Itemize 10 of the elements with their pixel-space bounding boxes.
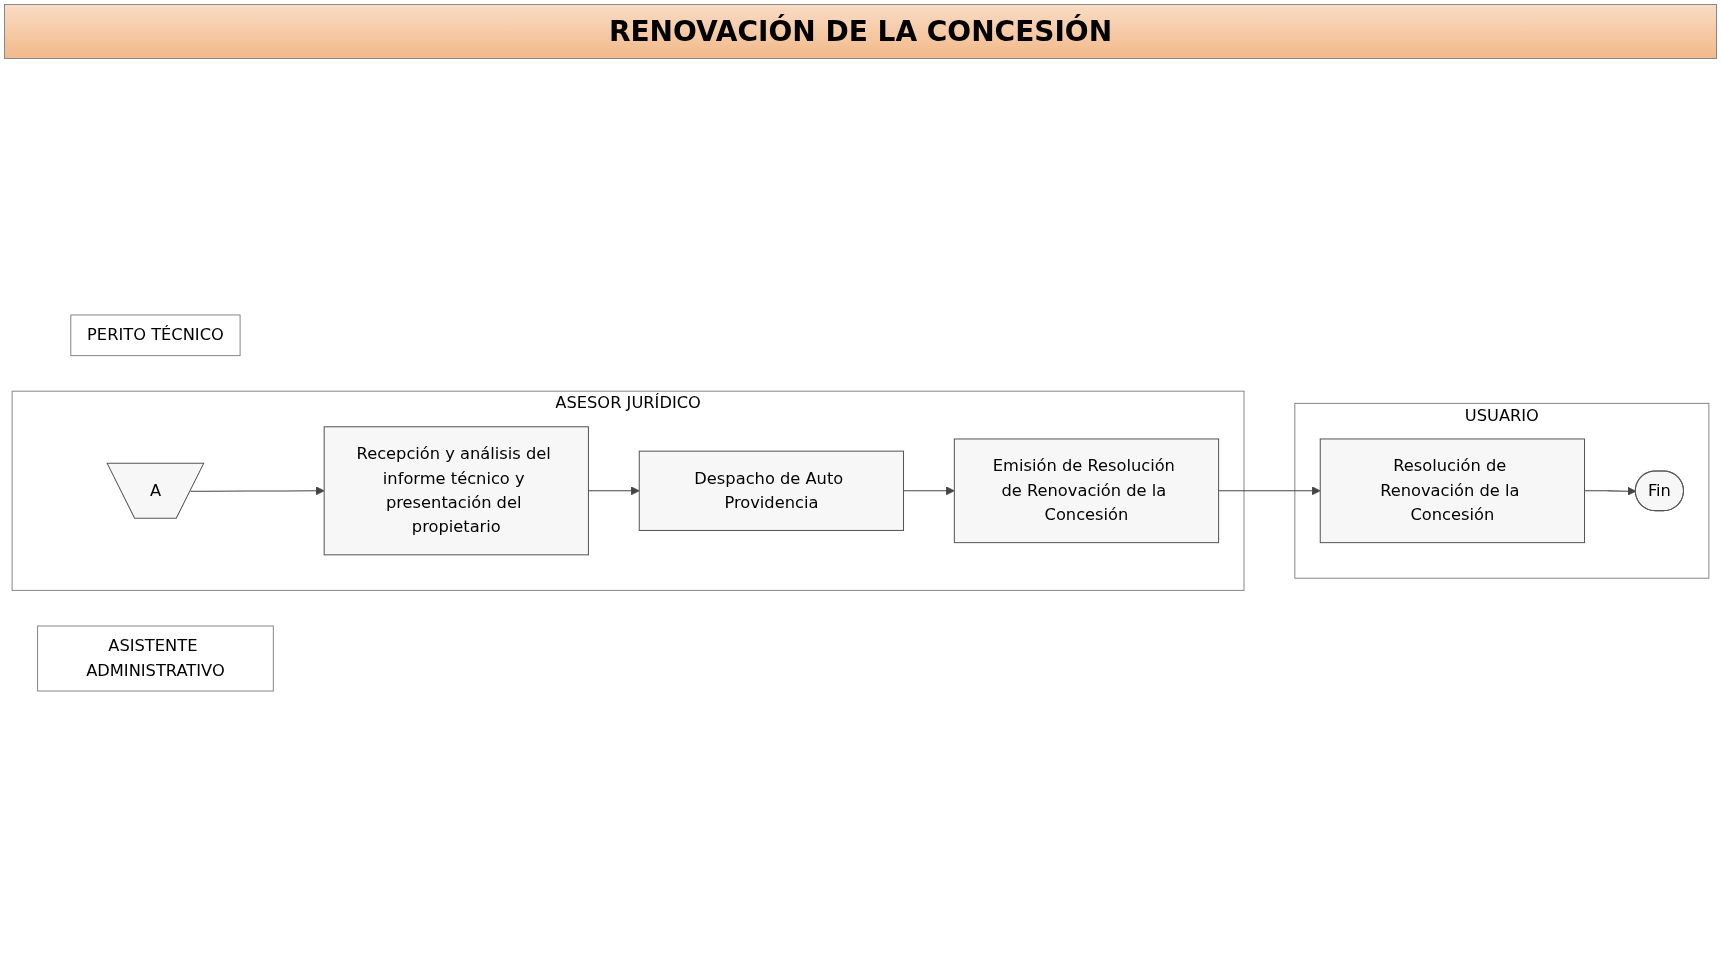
- diagram-title: RENOVACIÓN DE LA CONCESIÓN: [4, 4, 1717, 59]
- node-box: Recepción y análisis del informe técnico y presentación del propietario: [323, 426, 589, 556]
- arrow: [1218, 486, 1321, 496]
- arrow: [903, 486, 955, 496]
- node-box: Despacho de Auto Providencia: [638, 450, 905, 531]
- node-box: PERITO TÉCNICO: [70, 314, 241, 357]
- node-box: Emisión de Resolución de Renovación de la Concesión: [953, 438, 1220, 544]
- node-box: ASISTENTE ADMINISTRATIVO: [37, 625, 274, 692]
- arrow: [190, 486, 325, 496]
- node-box: Resolución de Renovación de la Concesión: [1319, 438, 1585, 544]
